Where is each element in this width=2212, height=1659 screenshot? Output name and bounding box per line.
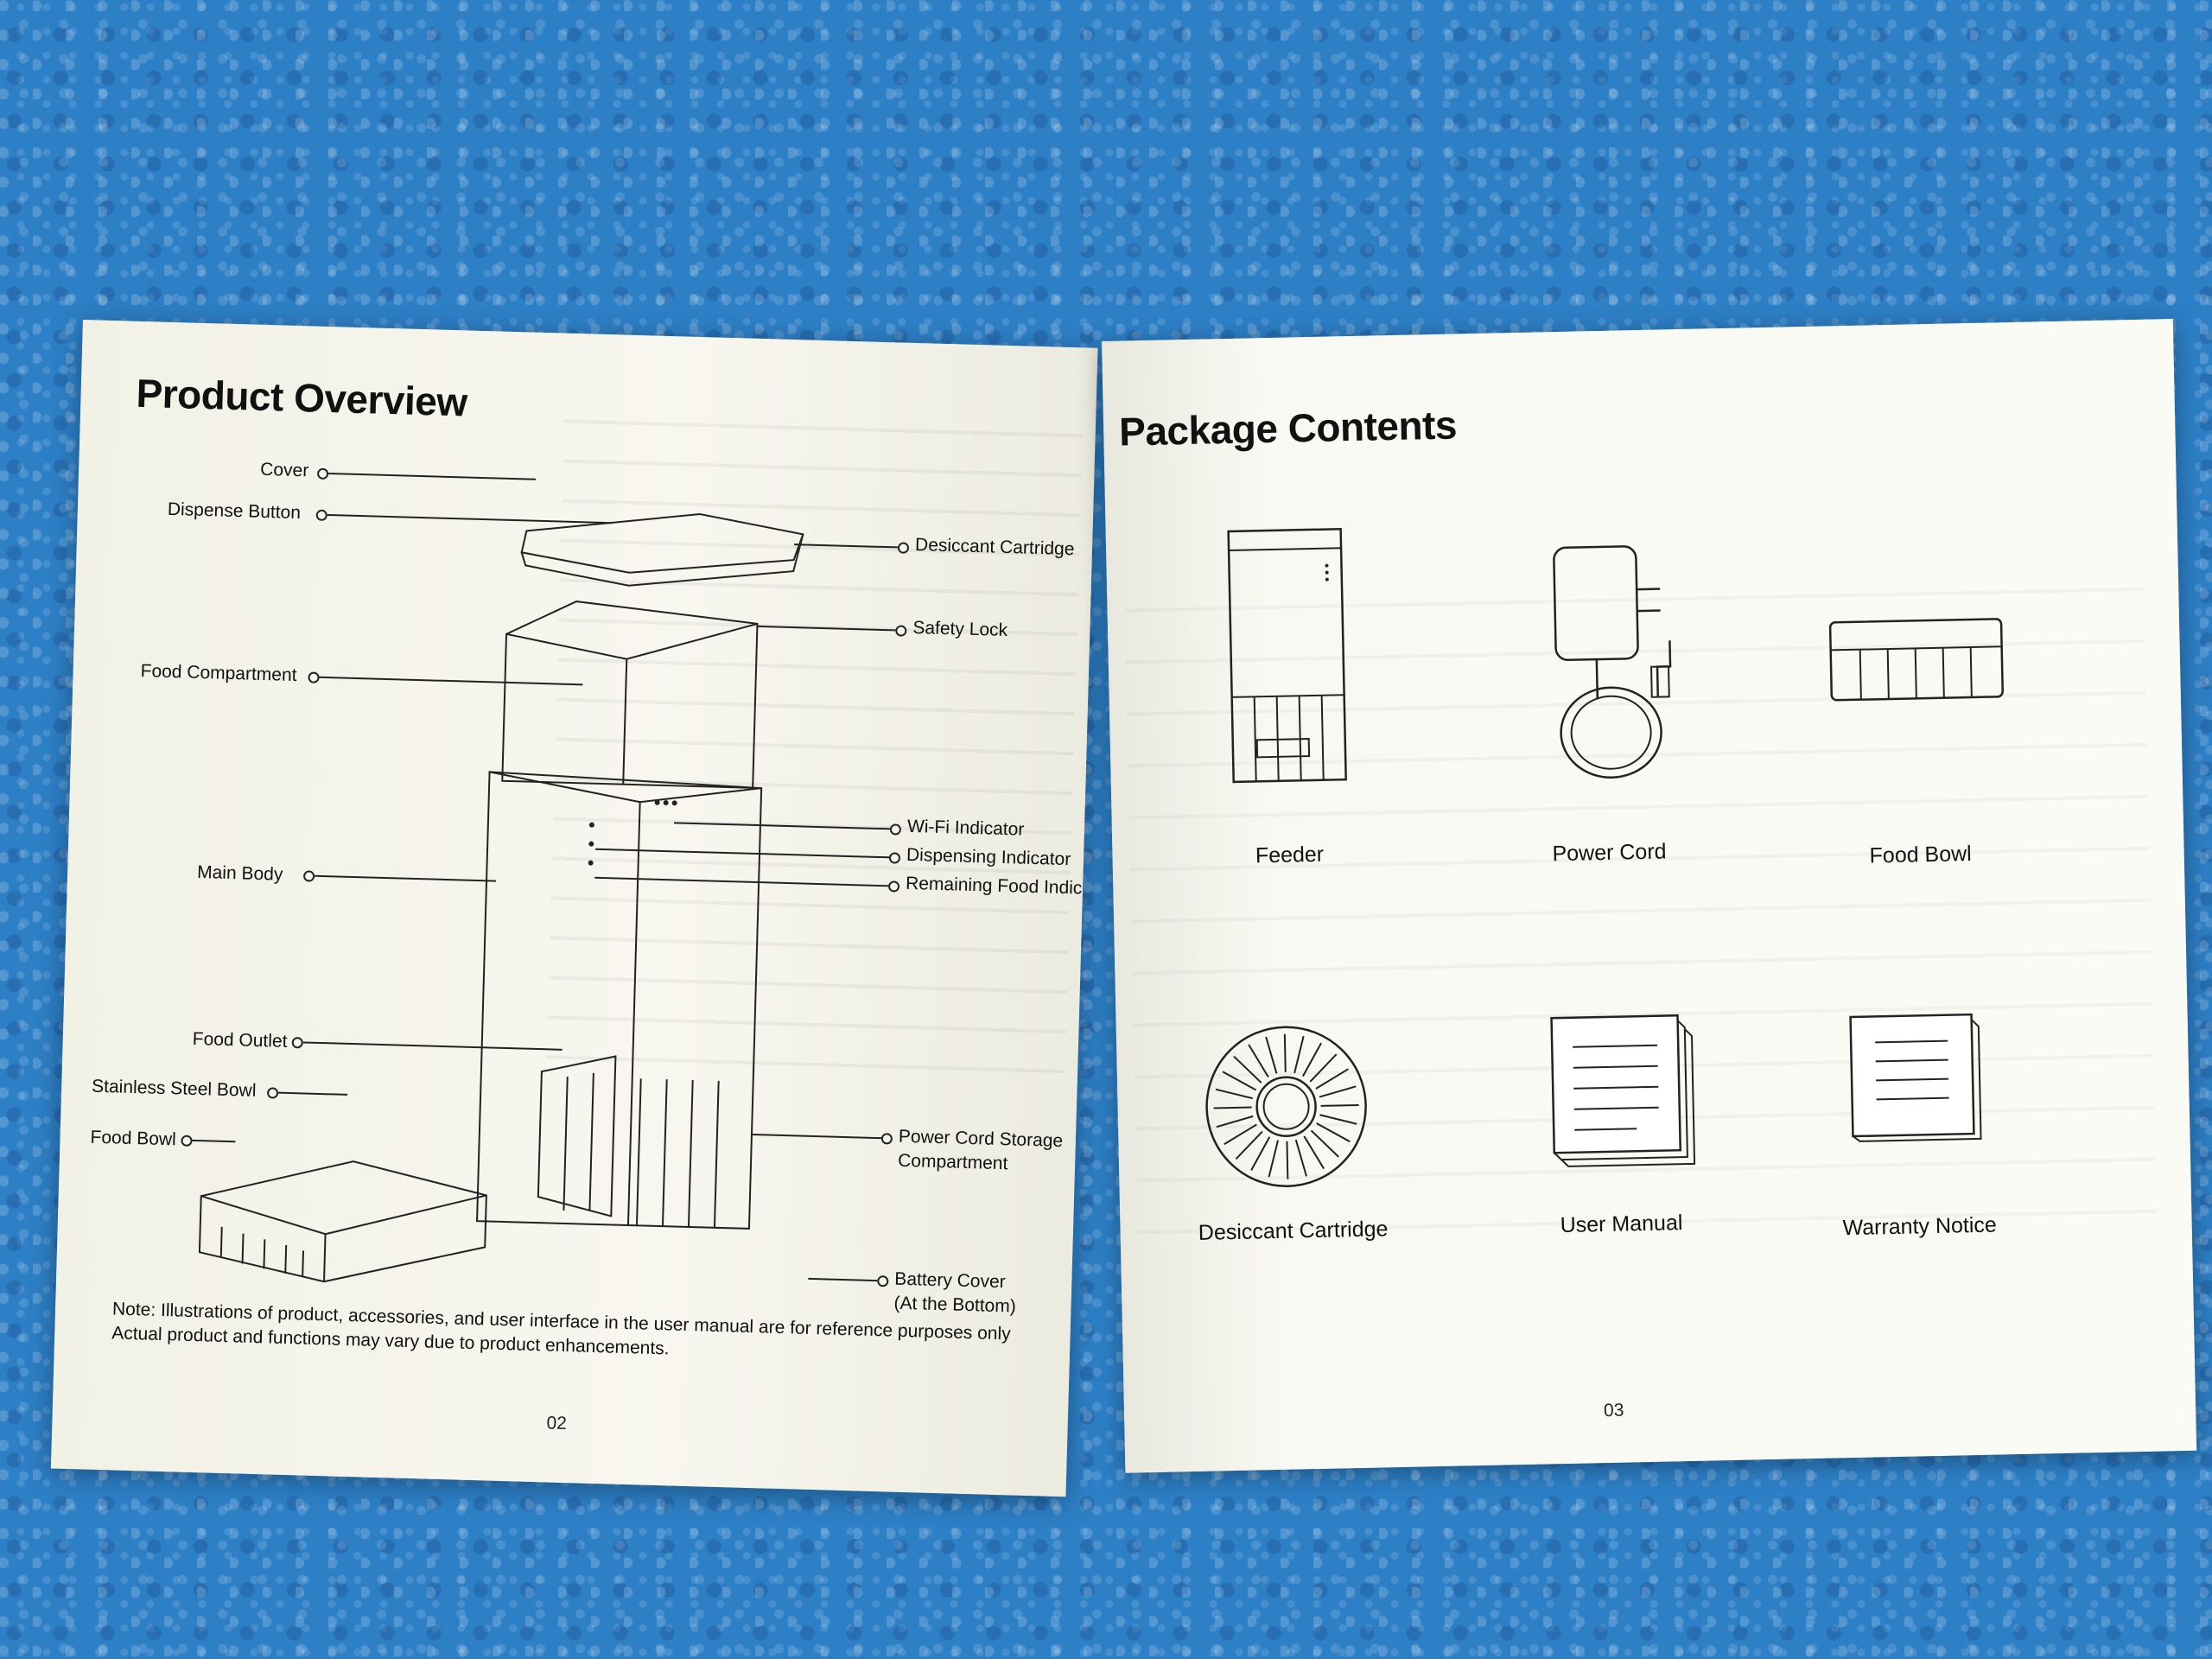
item-label-warranty-notice: Warranty Notice xyxy=(1842,1212,1998,1241)
label-cover: Cover xyxy=(259,459,309,481)
label-power-cord-storage: Power Cord Storage Compartment xyxy=(897,1126,1064,1174)
warranty-notice-icon xyxy=(1849,1013,1982,1142)
page-number: 02 xyxy=(546,1413,568,1434)
item-label-desiccant-cartridge: Desiccant Cartridge xyxy=(1198,1217,1389,1245)
page-number: 03 xyxy=(1603,1400,1624,1421)
feeder-diagram xyxy=(198,513,804,1283)
food-bowl-icon xyxy=(1828,618,2004,702)
right-page: Package Contents Feeder Power Cord xyxy=(1102,319,2197,1473)
label-safety-lock: Safety Lock xyxy=(912,617,1008,641)
label-food-bowl: Food Bowl xyxy=(90,1127,177,1150)
label-battery-cover: Battery Cover (At the Bottom) xyxy=(893,1268,1017,1317)
label-main-body: Main Body xyxy=(196,861,283,885)
left-page: Product Overview Cover xyxy=(50,320,1098,1497)
item-label-user-manual: User Manual xyxy=(1560,1211,1683,1238)
label-food-outlet: Food Outlet xyxy=(192,1028,288,1052)
power-cord-icon xyxy=(1553,545,1672,779)
feeder-icon xyxy=(1227,527,1347,784)
label-dispense-button: Dispense Button xyxy=(167,499,302,524)
label-food-compartment: Food Compartment xyxy=(140,661,297,686)
label-desiccant-cartridge: Desiccant Cartridge xyxy=(914,534,1075,560)
user-manual-icon xyxy=(1550,1014,1696,1167)
desiccant-cartridge-icon xyxy=(1205,1026,1367,1187)
label-wifi-indicator: Wi-Fi Indicator xyxy=(906,816,1025,840)
page-title: Package Contents xyxy=(1118,402,1458,454)
